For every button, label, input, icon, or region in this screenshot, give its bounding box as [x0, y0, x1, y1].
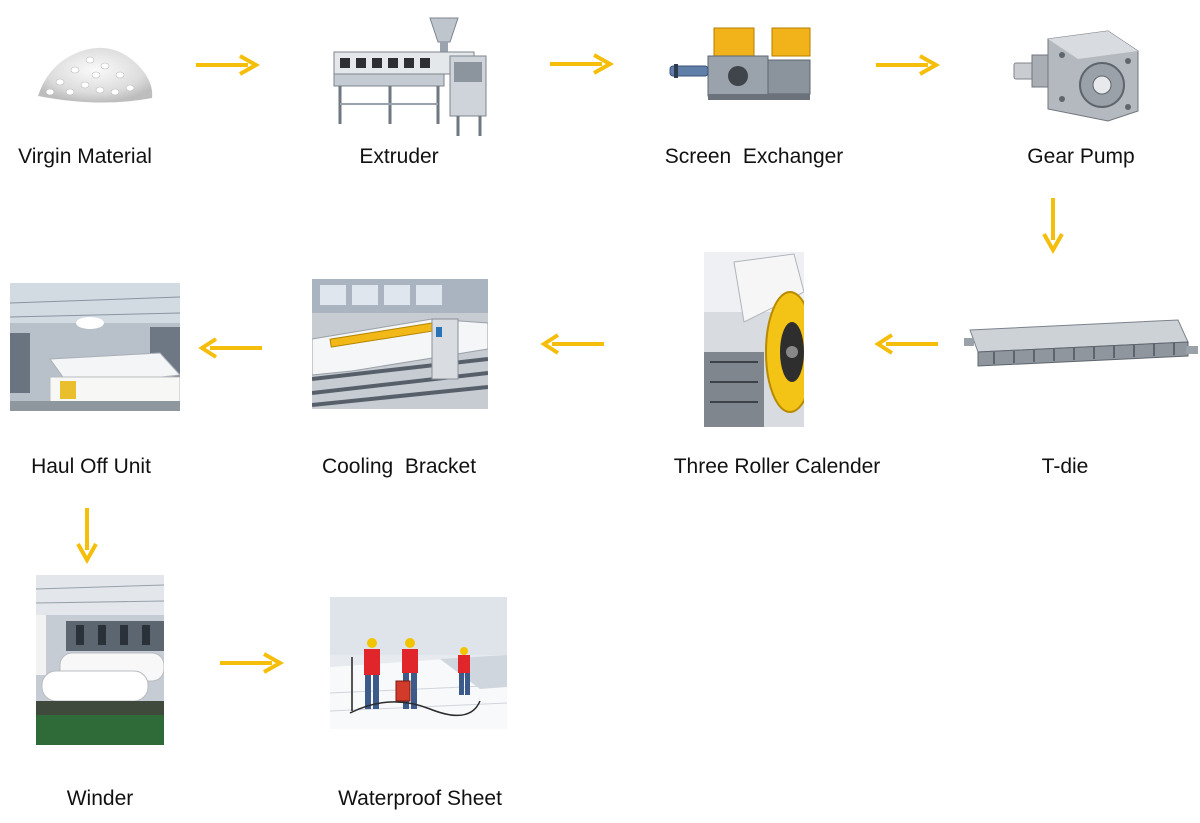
winder-icon — [36, 575, 164, 745]
step-label-cooling-bracket: Cooling Bracket — [321, 455, 477, 478]
t-die-icon — [964, 316, 1200, 374]
screen-exchanger-icon — [668, 26, 816, 104]
arrow-haul-off-to-winder — [76, 508, 98, 564]
step-label-winder: Winder — [66, 787, 134, 810]
extruder-machine-icon — [330, 12, 490, 140]
step-label-t-die: T-die — [1041, 455, 1089, 478]
step-label-extruder: Extruder — [359, 145, 439, 168]
step-label-waterproof-sheet: Waterproof Sheet — [338, 787, 502, 810]
waterproof-sheet-workers-icon — [330, 597, 507, 729]
arrow-extruder-to-screen-exchanger — [550, 53, 615, 75]
cooling-bracket-icon — [312, 279, 488, 409]
arrow-winder-to-waterproof-sheet — [220, 652, 285, 674]
arrow-calender-to-cooling-bracket — [540, 333, 604, 355]
step-label-three-roller-calender: Three Roller Calender — [673, 455, 881, 478]
step-label-screen-exchanger: Screen Exchanger — [664, 145, 844, 168]
arrow-screen-exchanger-to-gear-pump — [876, 54, 941, 76]
arrow-gear-pump-to-t-die — [1042, 198, 1064, 254]
arrow-t-die-to-calender — [874, 333, 938, 355]
haul-off-unit-icon — [10, 283, 180, 411]
gear-pump-icon — [1012, 25, 1144, 125]
step-label-haul-off-unit: Haul Off Unit — [31, 455, 151, 478]
calender-rollers-icon — [704, 252, 804, 427]
arrow-cooling-bracket-to-haul-off — [198, 337, 262, 359]
pellets-icon — [38, 47, 153, 103]
arrow-virgin-to-extruder — [196, 54, 261, 76]
step-label-gear-pump: Gear Pump — [1027, 145, 1135, 168]
step-label-virgin-material: Virgin Material — [18, 145, 152, 168]
